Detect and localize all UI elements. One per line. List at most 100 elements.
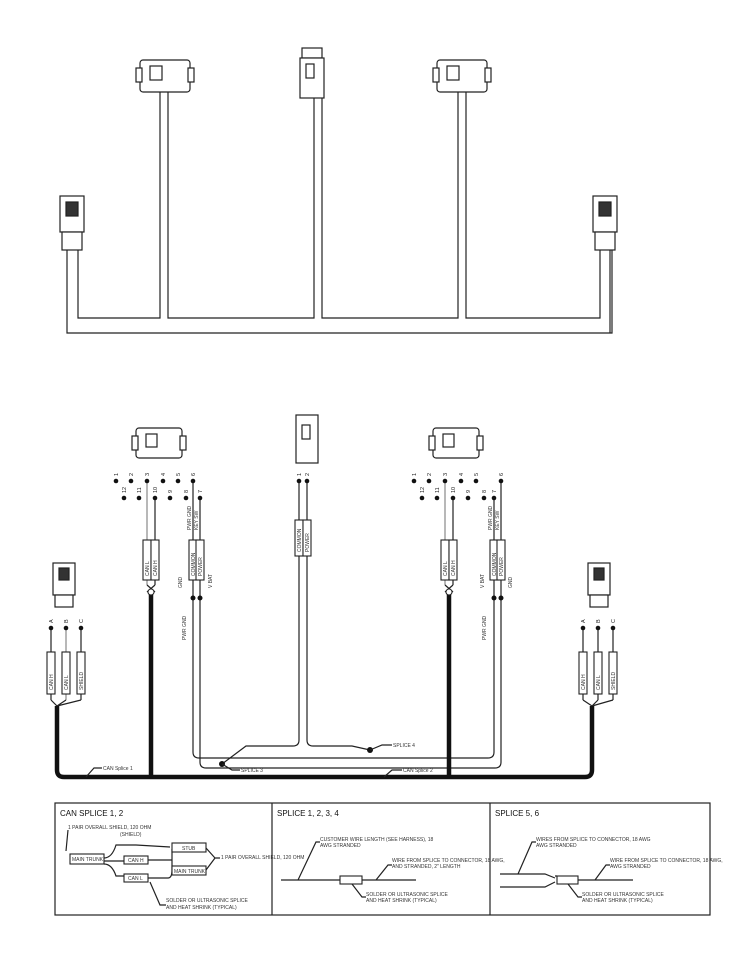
- pin-number: 2: [305, 473, 311, 476]
- detail-splice-5-6: SPLICE 5, 6 WIRES FROM SPLICE TO CONNECT…: [495, 809, 723, 904]
- pin-number: 1: [412, 473, 418, 476]
- note: 1 PAIR OVERALL SHIELD, 120 OHM: [221, 855, 304, 861]
- pin-number: 3: [443, 473, 449, 476]
- note: AND HEAT SHRINK (TYPICAL): [166, 905, 237, 911]
- pin-number: 9: [168, 490, 174, 493]
- pin-number: 5: [176, 473, 182, 476]
- wire-label: CAN H: [153, 560, 159, 576]
- detail-splice-1-4: SPLICE 1, 2, 3, 4 CUSTOMER WIRE LENGTH (…: [277, 809, 505, 904]
- wire-sleeve: [448, 539, 458, 581]
- wire-label: PWR GND: [488, 505, 494, 530]
- wire-sleeve: [496, 539, 506, 581]
- wire-label: PWR GND: [187, 505, 193, 530]
- pin-number: 10: [153, 487, 159, 493]
- wire-label: GND: [508, 577, 514, 589]
- note: AND HEAT SHRINK (TYPICAL): [366, 898, 437, 904]
- note: CUSTOMER WIRE LENGTH (SEE HARNESS), 18: [320, 837, 433, 843]
- wire-label: POWER: [198, 557, 204, 576]
- pin-number: C: [79, 619, 85, 623]
- pin-dot: [450, 495, 456, 501]
- pin-dot: [197, 495, 203, 501]
- schem-connector-left-small: [52, 562, 76, 608]
- connector-left-small: [59, 195, 85, 251]
- wire-label: CAN L: [145, 561, 151, 576]
- pin-number: B: [596, 619, 602, 623]
- pin-dot: [580, 625, 586, 631]
- wire-sleeve: [302, 519, 312, 557]
- pin-number: 9: [466, 490, 472, 493]
- schem-connector-right-small: [587, 562, 611, 608]
- pin-dot: [78, 625, 84, 631]
- pin-dot: [160, 478, 166, 484]
- shield-label: (SHIELD): [120, 832, 142, 838]
- wire-label: SHIELD: [611, 672, 617, 690]
- wire-label: KEY SW: [495, 510, 501, 530]
- detail-can-splice: CAN SPLICE 1, 2 1 PAIR OVERALL SHIELD, 1…: [60, 809, 304, 911]
- pin-number: A: [49, 619, 55, 623]
- wire-label: POWER: [305, 533, 311, 552]
- pin-number: 8: [184, 490, 190, 493]
- pin-dot: [473, 478, 479, 484]
- pin-dot: [595, 625, 601, 631]
- pin-number: 1: [114, 473, 120, 476]
- can-splice-1-label: CAN Splice 1: [103, 766, 133, 772]
- wire-label: CAN L: [596, 675, 602, 690]
- splice-3-label: SPLICE 3: [241, 768, 263, 774]
- pin-number: 11: [137, 487, 143, 493]
- pin-number: 12: [122, 487, 128, 493]
- wire-label: CAN H: [581, 674, 587, 690]
- can-l-label: CAN L: [128, 876, 143, 882]
- schem-connector-left-wide: [131, 427, 187, 459]
- pin-dot: [121, 495, 127, 501]
- note: SOLDER OR ULTRASONIC SPLICE: [166, 898, 249, 904]
- wire-sleeve: [76, 651, 86, 695]
- pin-dot: [465, 495, 471, 501]
- pin-number: 12: [420, 487, 426, 493]
- wire-sleeve: [195, 539, 205, 581]
- wire-label: POWER: [499, 557, 505, 576]
- detail-panels: CAN SPLICE 1, 2 1 PAIR OVERALL SHIELD, 1…: [54, 802, 723, 916]
- main-trunk-label: MAIN TRUNK: [72, 857, 104, 863]
- pin-dot: [411, 478, 417, 484]
- wire-label: CAN H: [49, 674, 55, 690]
- panel-title: SPLICE 1, 2, 3, 4: [277, 809, 339, 818]
- main-trunk-label: MAIN TRUNK: [174, 869, 206, 875]
- pin-number: 1: [297, 473, 303, 476]
- can-splice-2-label: CAN Splice 2: [403, 768, 433, 774]
- wire-label: COMMON: [191, 552, 197, 576]
- pin-dot: [63, 625, 69, 631]
- pin-number: A: [581, 619, 587, 623]
- pin-number: 6: [191, 473, 197, 476]
- pin-dot: [304, 478, 310, 484]
- wire-sleeve: [61, 651, 71, 695]
- wire-label: GND: [178, 577, 184, 589]
- pin-number: C: [611, 619, 617, 623]
- pin-dot: [167, 495, 173, 501]
- pin-dot: [458, 478, 464, 484]
- pin-number: B: [64, 619, 70, 623]
- pin-dot: [491, 495, 497, 501]
- note: WIRE FROM SPLICE TO CONNECTOR, 18 AWG,: [392, 858, 505, 864]
- pin-number: 6: [499, 473, 505, 476]
- can-h-label: CAN H: [128, 858, 144, 864]
- stub-label: STUB: [182, 846, 196, 852]
- pin-dot: [442, 478, 448, 484]
- wire-label: V BAT: [208, 574, 214, 588]
- connector-right-small: [592, 195, 618, 251]
- pin-number: 4: [161, 473, 167, 476]
- note: AWG STRANDED: [610, 864, 651, 870]
- pin-dot: [296, 478, 302, 484]
- wire-label: KEY SW: [194, 510, 200, 530]
- note: WIRES FROM SPLICE TO CONNECTOR, 18 AWG: [536, 837, 651, 843]
- panel-title: CAN SPLICE 1, 2: [60, 809, 124, 818]
- pin-dot: [610, 625, 616, 631]
- pin-dot: [48, 625, 54, 631]
- wire-sleeve: [608, 651, 618, 695]
- note: AND HEAT SHRINK (TYPICAL): [582, 898, 653, 904]
- pin-number: 10: [451, 487, 457, 493]
- connector-left-wide: [135, 59, 195, 93]
- schem-connector-right-wide: [428, 427, 484, 459]
- pin-dot: [128, 478, 134, 484]
- note: WIRE FROM SPLICE TO CONNECTOR, 18 AWG,: [610, 858, 723, 864]
- pin-dot: [113, 478, 119, 484]
